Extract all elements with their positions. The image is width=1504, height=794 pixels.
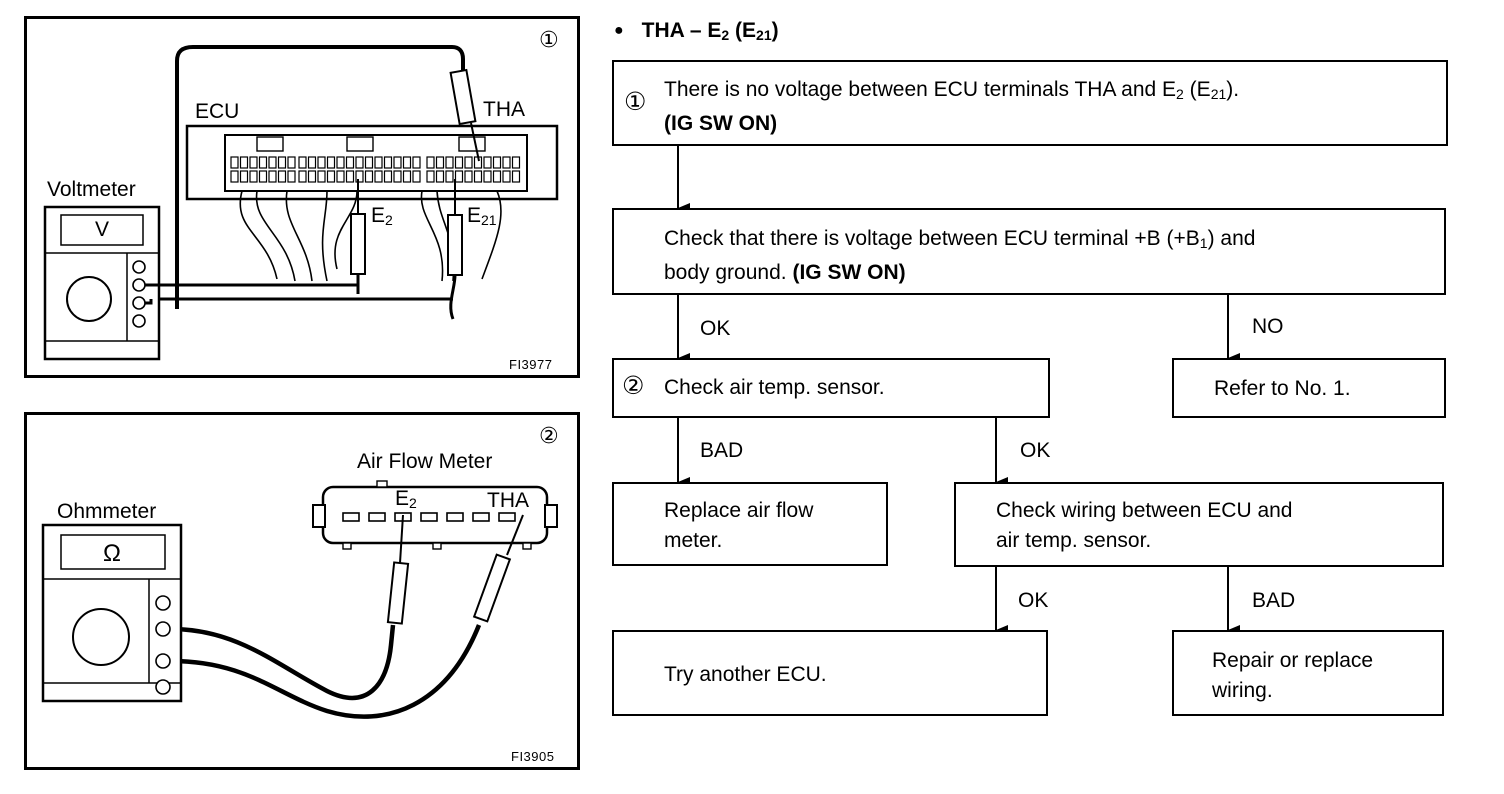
illustration-panel-2: ② Air Flow Meter E2 THA Ohmmeter Ω FI390… bbox=[24, 412, 580, 770]
ohmmeter-symbol: Ω bbox=[103, 540, 121, 567]
ohmmeter-air-flow-meter-illustration bbox=[41, 480, 558, 719]
voltmeter-ecu-illustration bbox=[43, 45, 559, 361]
step-1-marker: ① bbox=[624, 88, 647, 116]
step-3-marker: ② bbox=[622, 372, 645, 400]
section-heading: ●THA – E2 (E21) bbox=[614, 19, 779, 43]
refer-box: Refer to No. 1. bbox=[1172, 358, 1446, 418]
afm-tha-terminal-label: THA bbox=[487, 489, 529, 512]
tha-terminal-label: THA bbox=[483, 98, 525, 121]
replace-box: Replace air flow meter. bbox=[612, 482, 888, 566]
voltmeter-symbol: V bbox=[95, 218, 110, 241]
figure-code-2: FI3905 bbox=[511, 749, 555, 764]
panel-1-number: ① bbox=[539, 27, 559, 52]
step-1-box: ① There is no voltage between ECU termin… bbox=[612, 60, 1448, 146]
figure-code-1: FI3977 bbox=[509, 357, 553, 372]
ecu-label: ECU bbox=[195, 100, 240, 123]
illustration-panel-1: ① ECU THA E2 E21 Voltmeter V FI3977 bbox=[24, 16, 580, 378]
bad-label-1: BAD bbox=[700, 439, 744, 462]
afm-e2-terminal-label: E2 bbox=[395, 487, 417, 511]
step-2-box: Check that there is voltage between ECU … bbox=[612, 208, 1446, 295]
try-ecu-box: Try another ECU. bbox=[612, 630, 1048, 716]
ohmmeter-label: Ohmmeter bbox=[57, 500, 157, 523]
air-flow-meter-label: Air Flow Meter bbox=[357, 450, 493, 473]
ok-label-2: OK bbox=[1020, 439, 1051, 462]
no-label: NO bbox=[1252, 315, 1284, 338]
bad-label-2: BAD bbox=[1252, 589, 1296, 612]
e21-terminal-label: E21 bbox=[467, 204, 497, 228]
repair-box: Repair or replace wiring. bbox=[1172, 630, 1444, 716]
bullet: ● bbox=[614, 22, 624, 39]
e2-terminal-label: E2 bbox=[371, 204, 393, 228]
ok-label-1: OK bbox=[700, 317, 731, 340]
wiring-check-box: Check wiring between ECU and air temp. s… bbox=[954, 482, 1444, 567]
voltmeter-label: Voltmeter bbox=[47, 178, 136, 201]
ok-label-3: OK bbox=[1018, 589, 1049, 612]
step-3-box: ② Check air temp. sensor. bbox=[612, 358, 1050, 418]
panel-2-number: ② bbox=[539, 423, 559, 448]
